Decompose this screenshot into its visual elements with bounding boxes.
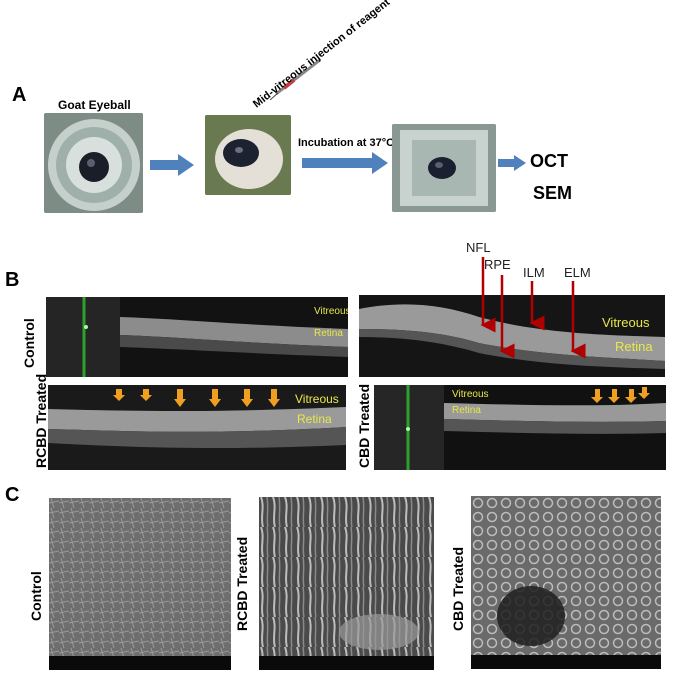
control-sem-image [49,498,231,670]
ilm-label: ILM [523,265,545,280]
incubated-eyeball-photo [392,124,496,212]
control-retina-label: Retina [314,328,343,339]
panel-b-letter: B [5,269,20,291]
elm-label: ELM [564,265,591,280]
cbd-row-label-b: CBD Treated [356,383,372,468]
goat-eyeball-photo [44,113,143,213]
cbd-sem-image [471,496,661,669]
cbd-sem-info-bar [471,655,661,669]
cbd-retina-label: Retina [452,405,481,416]
panel-c-letter: C [5,484,20,506]
cbd-fundus-image [374,385,444,470]
incubation-label: Incubation at 37°C [298,137,395,149]
injected-eyeball-photo [205,115,291,195]
flow-arrow-3 [498,155,526,171]
rcbd-sem-image [259,497,434,670]
cbd-orange-arrows [591,387,650,403]
zoom-retina-label: Retina [615,339,653,354]
rcbd-orange-arrows [113,389,280,407]
rcbd-vitreous-label: Vitreous [295,392,339,406]
syringe-icon [270,58,321,100]
rcbd-row-label-c: RCBD Treated [234,536,250,631]
rcbd-row-label-b: RCBD Treated [33,373,49,468]
rcbd-oct-scan: Vitreous Retina [48,385,346,470]
flow-arrow-1 [150,154,194,176]
control-sem-info-bar [49,656,231,670]
cbd-row-label-c: CBD Treated [450,546,466,631]
control-vitreous-label: Vitreous [314,306,348,317]
nfl-label: NFL [466,240,491,255]
control-row-label-c: Control [28,571,44,621]
goat-eyeball-label: Goat Eyeball [58,98,131,112]
oct-label: OCT [530,151,568,171]
rpe-label: RPE [484,257,511,272]
zoom-vitreous-label: Vitreous [602,315,650,330]
control-fundus-image [46,297,120,377]
flow-arrow-2 [302,152,388,174]
control-row-label-b: Control [21,318,37,368]
red-layer-arrows [480,257,586,359]
panel-a-letter: A [12,84,27,106]
cbd-vitreous-label: Vitreous [452,389,489,400]
cbd-oct-scan: Vitreous Retina [374,385,666,470]
sem-label: SEM [533,183,573,203]
rcbd-sem-info-bar [259,656,434,670]
rcbd-retina-label: Retina [297,412,332,426]
control-oct-scan: Vitreous Retina [46,297,348,377]
